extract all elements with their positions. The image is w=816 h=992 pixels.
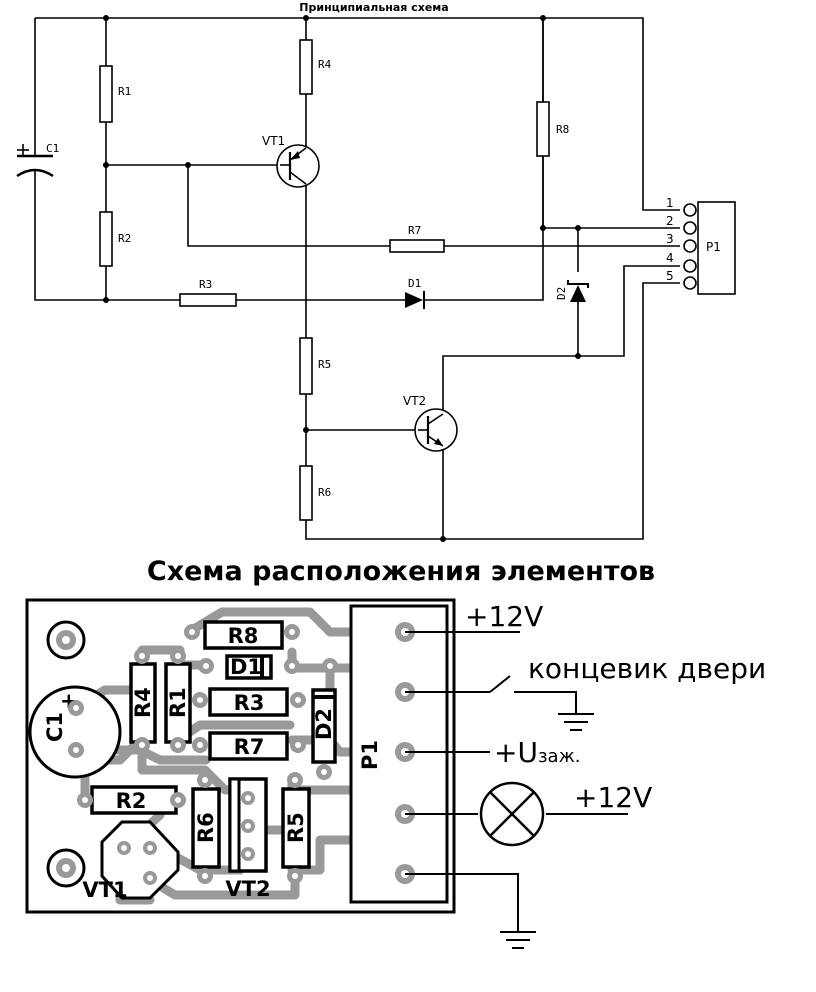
- label-r2: R2: [118, 232, 131, 245]
- external-wiring: [405, 631, 628, 932]
- resistor-r2-symbol: [99, 211, 113, 267]
- schematic-title: Принципиальная схема: [299, 1, 448, 14]
- label-p1: P1: [706, 240, 721, 254]
- pcb-label-r1: R1: [166, 687, 190, 718]
- label-plus12v-top: +12V: [465, 600, 543, 633]
- pcb-label-r2: R2: [116, 789, 147, 813]
- pin-5-label: 5: [666, 269, 674, 283]
- pcb-resistor-r1: [164, 662, 192, 744]
- pcb-label-d1: D1: [230, 655, 262, 679]
- pcb-label-d2: D2: [312, 708, 336, 740]
- label-door-switch: концевик двери: [528, 652, 766, 685]
- label-d1: D1: [408, 277, 421, 290]
- pcb-label-r4: R4: [131, 687, 155, 718]
- label-r7: R7: [408, 224, 421, 237]
- label-r1: R1: [118, 85, 131, 98]
- resistor-r3-symbol: [179, 293, 237, 307]
- transistor-vt1-symbol: [276, 144, 320, 188]
- schematic-junctions: [103, 15, 581, 542]
- resistor-r6-symbol: [299, 465, 313, 521]
- pcb-pads: [68, 622, 415, 885]
- pcb-resistor-r7: [208, 731, 289, 761]
- pcb-capacitor-c1: [28, 685, 122, 779]
- label-vt1: VT1: [262, 134, 285, 148]
- pcb-layout: C1 + R8 D1 R4 R1 R3 D2 R7 P1 R2 R6 R5 VT…: [25, 598, 766, 949]
- label-ignition: +Uзаж.: [494, 736, 581, 769]
- diode-d1-symbol: [405, 291, 425, 309]
- lamp-icon: [479, 781, 545, 847]
- pin-1-label: 1: [666, 196, 674, 210]
- pcb-label-r8: R8: [228, 624, 259, 648]
- label-c1: C1: [46, 142, 59, 155]
- label-r6: R6: [318, 486, 331, 499]
- label-r3: R3: [199, 278, 212, 291]
- pcb-label-r3: R3: [234, 691, 265, 715]
- label-vt2: VT2: [403, 394, 426, 408]
- connector-p1-symbol: [683, 201, 736, 295]
- pcb-label-vt1: VT1: [82, 878, 127, 902]
- ground-icon-bottom: [500, 931, 536, 949]
- pcb-transistor-vt1: [100, 820, 180, 900]
- mounting-hole-bottom: [46, 848, 86, 888]
- label-r4: R4: [318, 58, 332, 71]
- pcb-label-p1: P1: [358, 740, 382, 770]
- pcb-label-r6: R6: [194, 812, 218, 843]
- schematic-wires: [34, 17, 680, 540]
- resistor-r5-symbol: [299, 337, 313, 395]
- pcb-title: Схема расположения элементов: [147, 556, 655, 587]
- transistor-vt2-symbol: [414, 408, 458, 452]
- pcb-resistor-r8: [203, 620, 284, 650]
- resistor-r7-symbol: [389, 239, 445, 253]
- resistor-r8-symbol: [536, 101, 550, 157]
- zener-d2-symbol: [567, 280, 589, 302]
- label-d2: D2: [555, 287, 568, 300]
- pcb-resistor-r6: [191, 787, 221, 869]
- resistor-r4-symbol: [299, 39, 313, 95]
- pcb-resistor-r3: [208, 687, 289, 717]
- pin-4-label: 4: [666, 251, 674, 265]
- pcb-diode-d2: [311, 688, 337, 764]
- pcb-label-vt2: VT2: [225, 877, 270, 901]
- pin-2-label: 2: [666, 214, 674, 228]
- ground-icon-switch: [558, 713, 594, 731]
- schematic-diagram: Принципиальная схема: [16, 1, 736, 542]
- pcb-resistor-r5: [281, 787, 311, 869]
- label-plus12v-lamp: +12V: [574, 781, 652, 814]
- mounting-hole-top: [46, 620, 86, 660]
- capacitor-c1-symbol: [16, 140, 54, 178]
- label-r5: R5: [318, 358, 331, 371]
- resistor-r1-symbol: [99, 65, 113, 123]
- pcb-label-c1: C1: [43, 712, 67, 742]
- pin-3-label: 3: [666, 232, 674, 246]
- label-r8: R8: [556, 123, 569, 136]
- pcb-label-r7: R7: [234, 735, 265, 759]
- pcb-label-r5: R5: [284, 812, 308, 843]
